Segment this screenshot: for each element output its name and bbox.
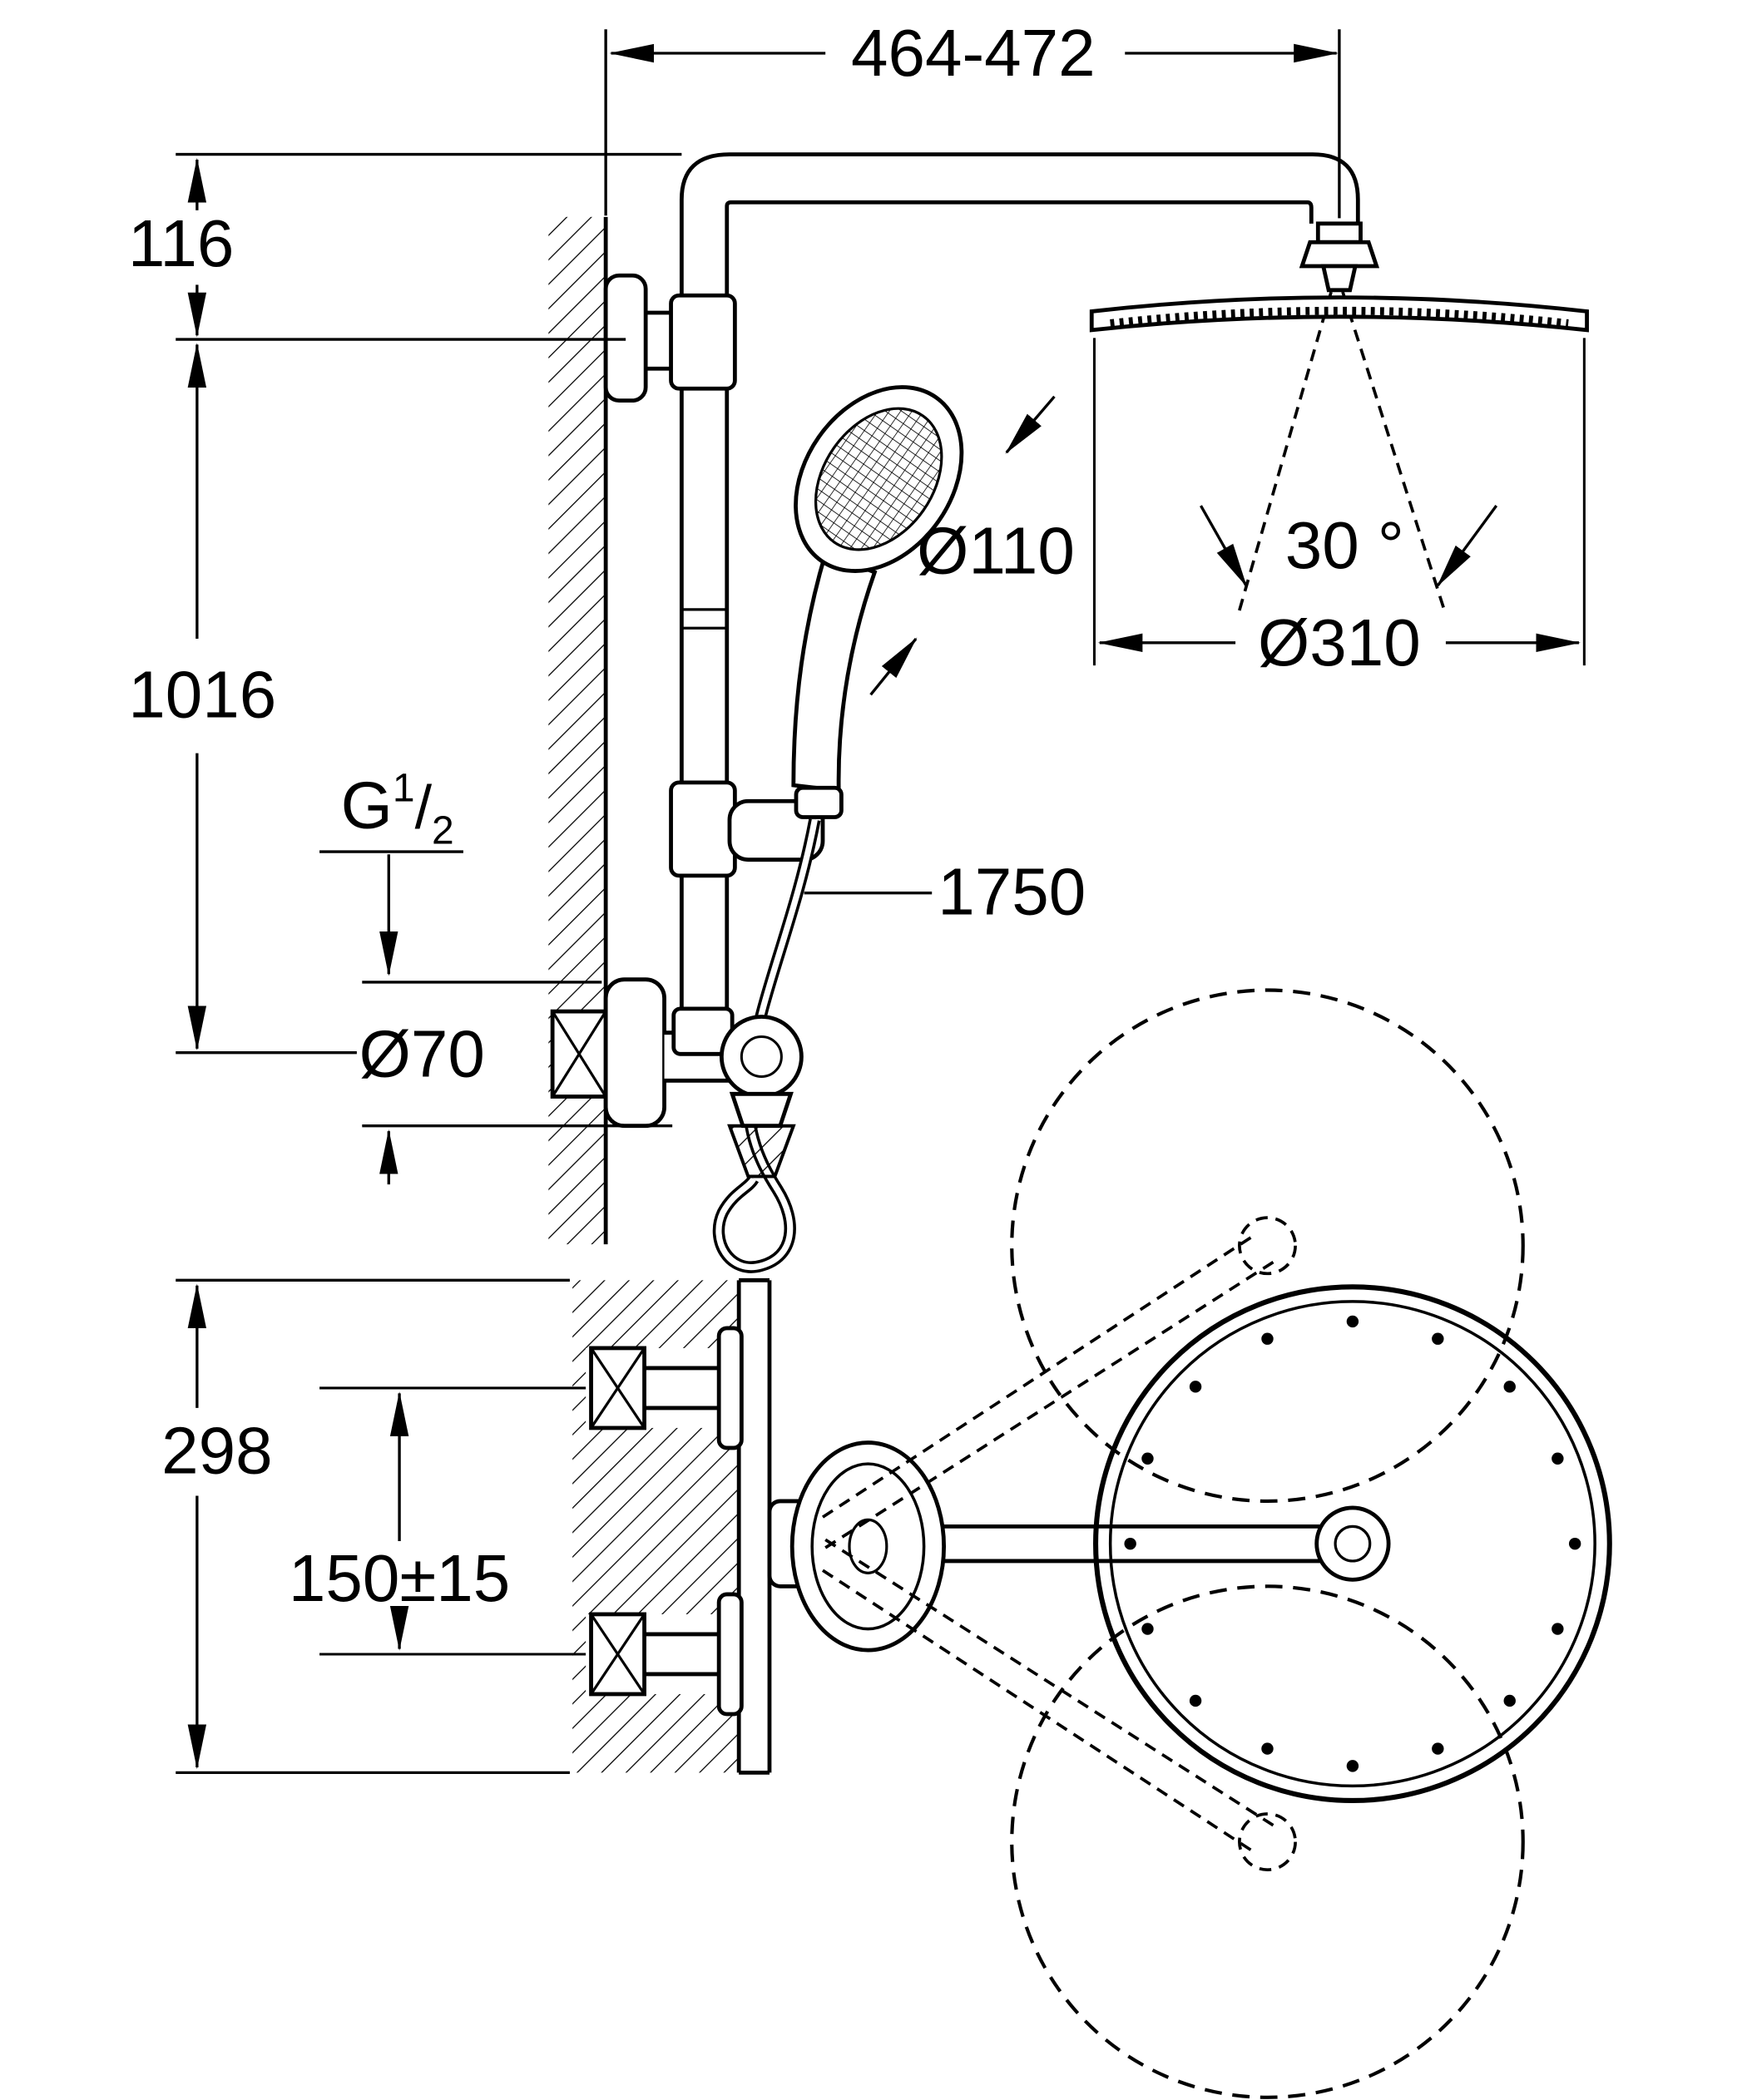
plan-swivel-positions: [1010, 988, 1525, 2099]
dimension-1750: 1750: [804, 854, 1086, 928]
dimension-30deg: 30 °: [1200, 505, 1498, 588]
hand-shower: [791, 385, 964, 819]
dimension-g-half: G1/2: [319, 766, 463, 976]
swivel-position-upper: [1010, 988, 1525, 1504]
dimension-dia70: Ø70: [359, 981, 673, 1185]
dimension-1016: 1016: [128, 343, 357, 1055]
head-outer-rim: [1093, 1284, 1612, 1804]
head-shower-side: [1089, 221, 1589, 333]
plan-head-shower: [1093, 1284, 1612, 1804]
wall-bracket: [603, 273, 737, 403]
head-center-hub: [1314, 1505, 1391, 1582]
dimension-dia110: Ø110: [869, 395, 1075, 696]
dim-label-dia70: Ø70: [359, 1017, 485, 1091]
plan-supply-top: [586, 1326, 744, 1450]
ball-joint: [1315, 221, 1363, 245]
head-inner-rim: [1108, 1300, 1596, 1788]
dim-label-150-15: 150±15: [289, 1541, 510, 1615]
dimension-464-472: 464-472: [604, 16, 1341, 219]
head-disc: [1089, 295, 1589, 333]
shower-hose: [712, 818, 821, 1273]
dimension-298: 298: [161, 1278, 570, 1775]
pipe-inner-line: [725, 200, 1314, 1025]
dim-label-angle: 30 °: [1285, 508, 1404, 582]
dim-label-dia310: Ø310: [1258, 605, 1421, 679]
dimension-150-15: 150±15: [289, 1391, 510, 1651]
dim-label-298: 298: [161, 1413, 272, 1487]
hose-nut: [727, 1124, 796, 1178]
head-nozzle-band: [1110, 306, 1569, 328]
pipe-outer-line: [679, 152, 1360, 1025]
head-nozzles: [1124, 1315, 1581, 1772]
dimension-dia310: Ø310: [1092, 338, 1586, 679]
swivel-position-lower: [1010, 1584, 1525, 2099]
dim-label-1016: 1016: [128, 657, 276, 731]
hand-shower-handle: [791, 551, 878, 793]
riser-pipe: [679, 152, 1360, 1025]
plan-supply-bottom: [586, 1592, 744, 1717]
dim-label-116: 116: [128, 206, 235, 280]
dim-label-1750: 1750: [938, 854, 1086, 928]
hand-shower-inlet: [794, 785, 844, 819]
valve-outlet: [729, 1091, 794, 1129]
bracket-collar: [669, 293, 737, 391]
dim-label-top-width: 464-472: [851, 16, 1096, 90]
dimension-116: 116: [128, 152, 682, 341]
hand-shower-spray-face: [814, 407, 943, 551]
plan-hand-shower: [789, 1440, 947, 1653]
valve-knob: [719, 1015, 804, 1099]
plan-view: 298 150±15: [161, 988, 1612, 2099]
plan-swivel-arm-lines: [821, 1232, 1275, 1855]
escutcheon: [603, 977, 666, 1129]
holder-collar: [669, 780, 737, 878]
dim-label-dia110: Ø110: [917, 514, 1075, 588]
thread-size-label: G1/2: [341, 766, 454, 852]
side-elevation-view: 464-472 116 1016 G1/2 Ø70: [128, 16, 1589, 1273]
